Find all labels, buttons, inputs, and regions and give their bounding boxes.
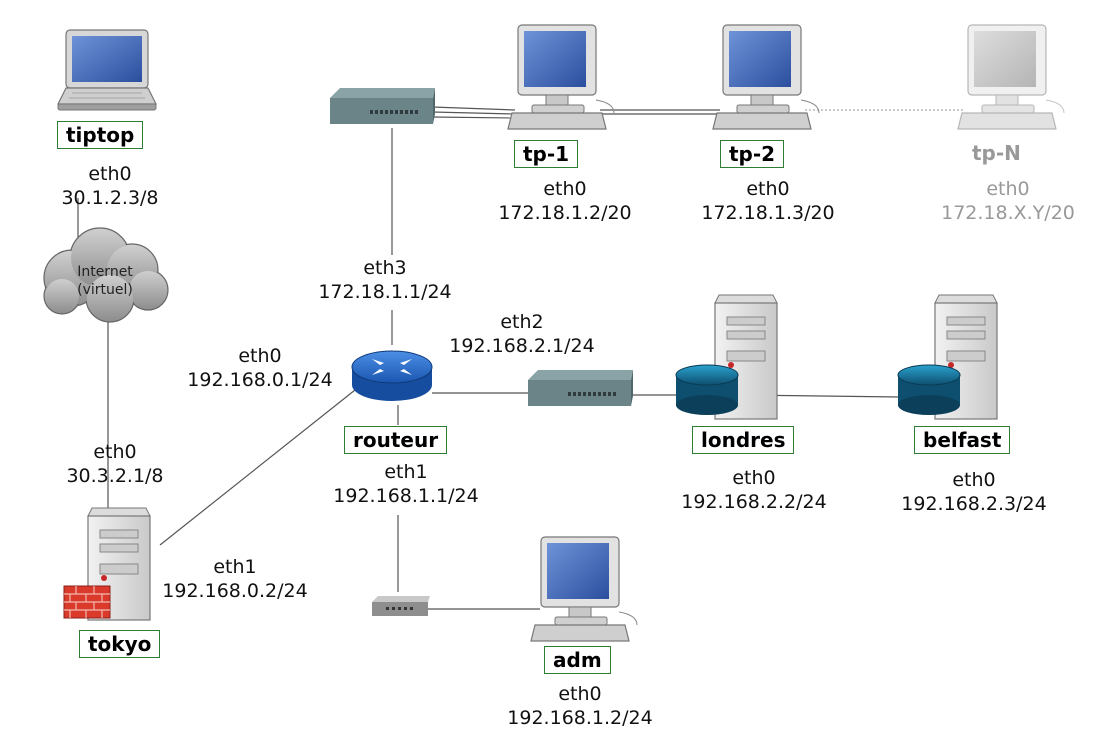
host-iface-londres: eth0 192.168.2.2/24: [664, 466, 844, 514]
host-iface-tp-N: eth0 172.18.X.Y/20: [918, 177, 1098, 225]
host-name-tokyo: tokyo: [79, 630, 161, 658]
cloud-label: Internet (virtuel): [50, 263, 160, 299]
iface-ip: 172.18.1.3/20: [701, 202, 835, 224]
iface-name: eth0: [238, 345, 282, 367]
firewall-icon: [63, 585, 111, 619]
iface-ip: 192.168.2.2/24: [681, 491, 827, 513]
iface-ip: 192.168.1.2/24: [507, 707, 653, 729]
link-switch-tp1-c: [431, 116, 516, 119]
host-iface-tp-2: eth0 172.18.1.3/20: [678, 177, 858, 225]
host-iface-tp-1: eth0 172.18.1.2/20: [475, 177, 655, 225]
iface-ip: 30.1.2.3/8: [61, 187, 159, 209]
tokyo-iface-eth0: eth0 30.3.2.1/8: [30, 440, 200, 488]
iface-name: eth0: [746, 178, 790, 200]
iface-ip: 192.168.2.3/24: [901, 493, 1047, 515]
iface-ip: 30.3.2.1/8: [66, 465, 164, 487]
iface-ip: 192.168.0.2/24: [162, 580, 308, 602]
iface-ip: 172.18.X.Y/20: [941, 202, 1075, 224]
iface-ip: 172.18.1.2/20: [498, 202, 632, 224]
laptop-icon: [57, 29, 157, 111]
iface-name: eth0: [732, 467, 776, 489]
iface-name: eth0: [558, 683, 602, 705]
iface-name: eth0: [93, 441, 137, 463]
desktop-icon: [530, 536, 638, 642]
router-iface-eth2: eth2 192.168.2.1/24: [432, 310, 612, 358]
iface-name: eth0: [88, 163, 132, 185]
iface-name: eth0: [952, 469, 996, 491]
host-iface-tiptop: eth0 30.1.2.3/8: [20, 162, 200, 210]
host-name-belfast: belfast: [914, 426, 1011, 454]
iface-name: eth0: [986, 178, 1030, 200]
host-name-adm: adm: [544, 646, 611, 674]
host-name-routeur: routeur: [344, 426, 448, 454]
switch-top-icon: [330, 88, 435, 124]
host-name-tp-N: tp-N: [972, 141, 1021, 165]
hub-icon: [372, 596, 430, 616]
tokyo-iface-eth1: eth1 192.168.0.2/24: [145, 555, 325, 603]
disk-icon: [897, 364, 961, 415]
iface-name: eth1: [213, 556, 257, 578]
desktop-icon: [957, 24, 1065, 130]
link-switch-tp1-b: [431, 111, 516, 115]
link-tokyo-routeur: [159, 389, 356, 546]
host-name-tiptop: tiptop: [57, 121, 144, 149]
disk-icon: [675, 364, 739, 415]
desktop-icon: [712, 24, 820, 130]
desktop-icon: [507, 24, 615, 130]
cloud-label-line1: Internet: [77, 264, 133, 280]
iface-name: eth3: [363, 257, 407, 279]
link-switch-tp1-a: [431, 106, 516, 111]
iface-name: eth1: [384, 461, 428, 483]
iface-name: eth2: [500, 311, 544, 333]
iface-ip: 172.18.1.1/24: [318, 281, 452, 303]
iface-name: eth0: [543, 178, 587, 200]
router-iface-eth1: eth1 192.168.1.1/24: [316, 460, 496, 508]
cloud-label-line2: (virtuel): [77, 282, 133, 298]
switch-lan2-icon: [528, 370, 633, 406]
iface-ip: 192.168.2.1/24: [449, 335, 595, 357]
host-iface-adm: eth0 192.168.1.2/24: [490, 682, 670, 730]
router-icon: [351, 350, 433, 401]
host-name-tp-2: tp-2: [720, 140, 785, 168]
host-name-tp-1: tp-1: [514, 140, 579, 168]
host-name-londres: londres: [692, 426, 795, 454]
host-iface-belfast: eth0 192.168.2.3/24: [884, 468, 1064, 516]
iface-ip: 192.168.0.1/24: [187, 369, 333, 391]
router-iface-eth3: eth3 172.18.1.1/24: [300, 256, 470, 304]
server-icon: [87, 507, 151, 621]
iface-ip: 192.168.1.1/24: [333, 485, 479, 507]
cloud-icon: [43, 227, 169, 323]
router-iface-eth0: eth0 192.168.0.1/24: [170, 344, 350, 392]
